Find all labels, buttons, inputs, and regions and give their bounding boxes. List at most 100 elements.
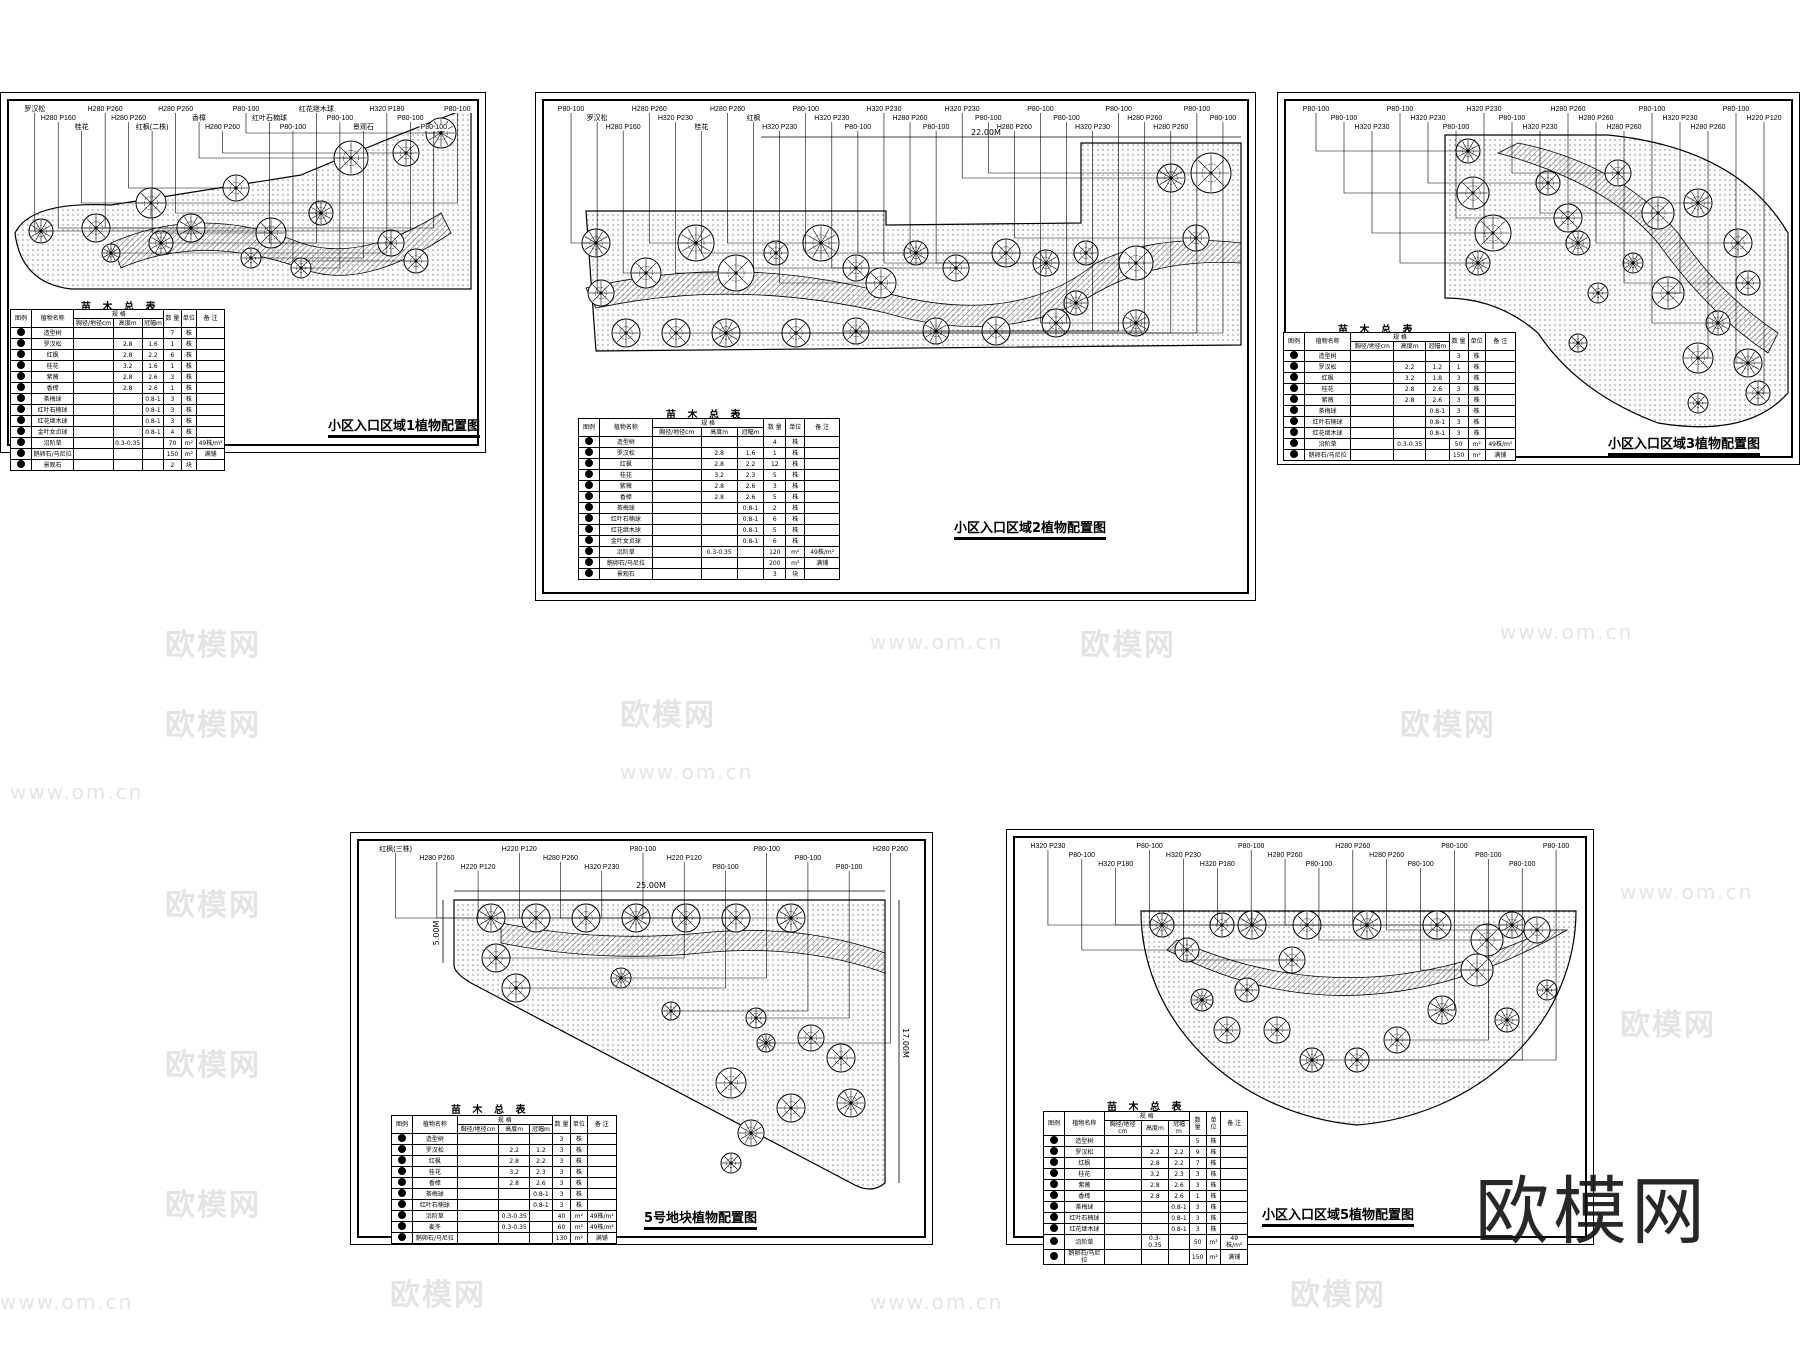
table-cell: 3: [1188, 1168, 1207, 1180]
table-cell: 茶梅球: [1064, 1201, 1105, 1213]
table-cell: [196, 360, 225, 372]
table-cell: 49株/m²: [804, 546, 840, 558]
label-backing: [1689, 124, 1727, 131]
legend-symbol-icon: [10, 382, 32, 394]
watermark-text: 欧模网: [1080, 628, 1176, 663]
table-cell: [1220, 1157, 1248, 1169]
watermark-text: www.om.cn: [870, 630, 1004, 654]
table-cell: m²: [1205, 1234, 1222, 1250]
plant-label: P80-100: [1184, 106, 1211, 113]
table-cell: [1220, 1223, 1248, 1235]
table-cell: [112, 404, 143, 416]
table-cell: [112, 393, 143, 405]
plant-label: P80-100: [975, 115, 1002, 122]
leader-line: [1539, 131, 1658, 214]
table-cell: 1: [163, 338, 182, 350]
table-cell: [651, 535, 702, 547]
leader-line: [701, 131, 776, 254]
table-cell: 株: [1467, 372, 1486, 384]
table-cell: [1393, 427, 1427, 439]
table-cell: 株: [785, 436, 806, 448]
plant-label: 红枫: [747, 113, 761, 122]
table-cell: [456, 1155, 500, 1167]
plant-label: 红枫(二株): [136, 122, 169, 131]
label-backing: [693, 122, 710, 131]
plant-label: P80-100: [1331, 115, 1358, 122]
legend-symbol-icon: [1283, 350, 1305, 362]
label-backing: [1637, 106, 1667, 113]
table-cell: 150: [1448, 449, 1469, 461]
watermark-text: 欧模网: [165, 708, 261, 743]
label-backing: [871, 846, 910, 853]
table-cell: [1103, 1234, 1142, 1250]
table-cell: [1425, 449, 1450, 461]
leader-line: [570, 113, 596, 244]
drawing-title: 5号地块植物配置图: [644, 1207, 758, 1230]
plant-label: 景观石: [353, 123, 374, 131]
table-cell: [1220, 1201, 1248, 1213]
table-cell: 3: [1188, 1212, 1207, 1224]
table-cell: [651, 480, 702, 492]
leader-line: [1371, 131, 1493, 234]
legend-symbol-icon: [10, 448, 32, 460]
legend-symbol-icon: [1283, 361, 1305, 373]
table-cell: [651, 546, 702, 558]
sheet-frame: [542, 99, 1249, 594]
table-cell: [1484, 361, 1517, 373]
leader-line: [34, 113, 41, 232]
table-cell: 株: [1205, 1157, 1222, 1169]
table-cell: 红叶石楠球: [599, 513, 653, 525]
table-header-spec: 规 格: [1103, 1111, 1190, 1121]
table-cell: [1220, 1179, 1248, 1191]
dimension-label: 25.00M: [636, 881, 666, 890]
plant-label: H280 P160: [41, 115, 76, 122]
legend-symbol-icon: [10, 327, 32, 339]
leader-line: [909, 122, 1086, 254]
label-backing: [1334, 843, 1372, 850]
label-backing: [1745, 115, 1783, 122]
table-cell: 株: [785, 458, 806, 470]
table-cell: 6: [763, 535, 787, 547]
table-cell: [196, 426, 225, 438]
plant-label: P80-100: [1069, 852, 1096, 859]
label-backing: [1541, 843, 1571, 850]
table-cell: [804, 458, 840, 470]
table-cell: 沿阶草: [1064, 1234, 1105, 1250]
table-cell: 0.8-1: [1168, 1223, 1190, 1235]
table-cell: [1484, 372, 1517, 384]
leader-line: [1040, 113, 1136, 324]
leader-line: [1595, 122, 1738, 244]
table-cell: [1168, 1249, 1190, 1265]
table-header-name: 植物名称: [599, 418, 653, 437]
label-backing: [204, 124, 242, 131]
table-cell: [1425, 350, 1450, 362]
leader-line: [128, 122, 236, 189]
table-header-spec: 规 格: [73, 309, 165, 319]
tree-symbol-icon: [1063, 290, 1089, 316]
table-cell: [529, 1133, 553, 1145]
table-cell: 株: [1205, 1168, 1222, 1180]
table-cell: [586, 1177, 618, 1189]
legend-symbol-icon: [391, 1133, 413, 1145]
tree-symbol-icon: [1494, 1007, 1520, 1033]
label-backing: [834, 864, 864, 871]
table-cell: 罗汉松: [412, 1144, 458, 1156]
table-cell: [73, 404, 114, 416]
table-cell: 紫薇: [599, 480, 653, 492]
table-cell: [1140, 1201, 1170, 1213]
table-header-qty: 数 量: [551, 1115, 572, 1134]
